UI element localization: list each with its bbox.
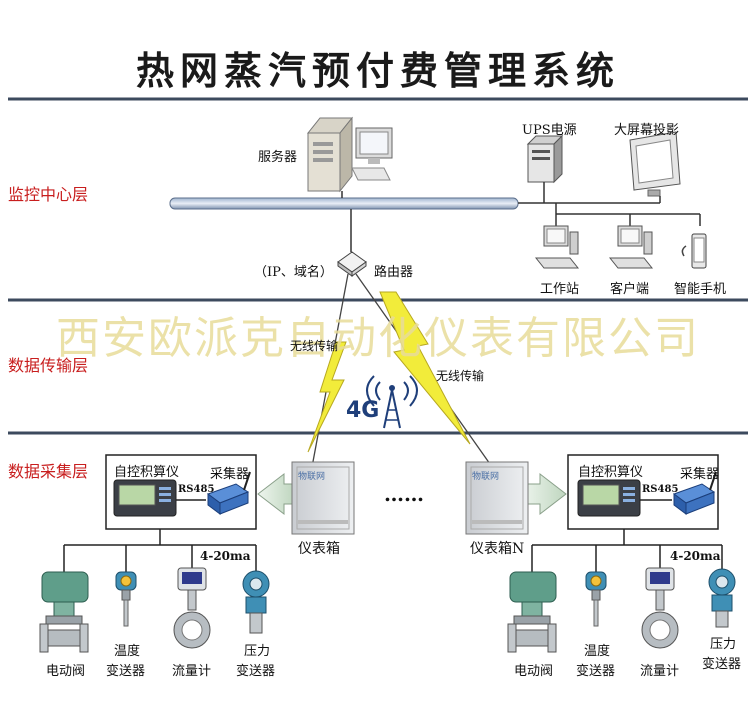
ip-domain-label: （IP、域名）: [254, 265, 333, 280]
collector-label-right: 采集器: [680, 467, 720, 482]
tower-4g-icon: [366, 375, 418, 429]
integrator-device-left: [113, 479, 177, 517]
pressure-transmitter-icon-left: [242, 570, 270, 634]
ups-icon: [526, 134, 564, 184]
ups-label: UPS电源: [522, 123, 577, 138]
network-bus: [169, 197, 519, 210]
projection-screen-icon: [629, 131, 681, 197]
electric-valve-icon-left: [39, 571, 89, 653]
valve-label-right: 电动阀: [514, 664, 554, 679]
temp-label-left-line1: 温度: [114, 644, 141, 659]
pressure-label-left-line2: 变送器: [236, 664, 276, 679]
lightning-left: [307, 341, 347, 453]
collector-label-left: 采集器: [210, 467, 250, 482]
box-plate-left: 物联网: [298, 472, 326, 482]
phone-label: 智能手机: [674, 282, 727, 297]
integrator-label-right: 自控积算仪: [578, 465, 644, 480]
arrow-box-to-right-group: [521, 472, 567, 516]
arrow-box-to-left-group: [257, 472, 295, 516]
meter-box-right-label: 仪表箱N: [470, 541, 525, 557]
lightning-right: [379, 291, 471, 445]
signal-label-right: 4-20ma: [670, 549, 721, 563]
router-label: 路由器: [374, 265, 414, 280]
signal-label-left: 4-20ma: [200, 549, 251, 563]
layer-label-monitor: 监控中心层: [8, 185, 89, 204]
flow-label-right: 流量计: [640, 664, 680, 679]
smartphone-icon: [681, 233, 707, 269]
pressure-transmitter-icon-right: [708, 568, 736, 628]
router-icon: [337, 251, 367, 277]
page-title: 热网蒸汽预付费管理系统: [135, 48, 620, 93]
collector-device-left: [206, 471, 251, 515]
rs485-label-right: RS485: [642, 484, 679, 495]
valve-label-left: 电动阀: [46, 664, 86, 679]
flow-meter-icon-left: [173, 567, 211, 649]
workstation-icon: [534, 225, 580, 269]
temp-label-right-line2: 变送器: [576, 664, 616, 679]
pressure-label-left-line1: 压力: [244, 644, 271, 659]
integrator-label-left: 自控积算仪: [114, 465, 180, 480]
pressure-label-right-line1: 压力: [710, 637, 737, 652]
workstation-label: 工作站: [540, 282, 580, 297]
company-watermark: 西安欧派克自动化仪表有限公司: [56, 313, 700, 364]
wireless-label-right: 无线传输: [436, 369, 485, 383]
flow-label-left: 流量计: [172, 664, 212, 679]
pressure-label-right-line2: 变送器: [702, 657, 742, 672]
meter-box-right: [465, 461, 529, 535]
client-label: 客户端: [610, 282, 650, 297]
layer-label-transmission: 数据传输层: [8, 356, 89, 375]
screen-label: 大屏幕投影: [614, 123, 680, 138]
box-plate-right: 物联网: [472, 472, 500, 482]
rs485-label-left: RS485: [178, 484, 215, 495]
server-icon: [306, 116, 393, 193]
electric-valve-icon-right: [507, 571, 557, 653]
network-4g-label: 4G: [346, 398, 380, 423]
temp-label-right-line1: 温度: [584, 644, 611, 659]
temperature-transmitter-icon-right: [585, 571, 607, 627]
ellipsis-label: ……: [384, 482, 424, 506]
meter-box-left-label: 仪表箱: [298, 541, 340, 557]
collector-device-right: [672, 471, 717, 515]
server-label: 服务器: [258, 150, 298, 165]
wireless-label-left: 无线传输: [290, 339, 339, 353]
layer-label-collection: 数据采集层: [8, 462, 89, 481]
client-icon: [608, 225, 654, 269]
temperature-transmitter-icon-left: [115, 571, 137, 627]
temp-label-left-line2: 变送器: [106, 664, 146, 679]
flow-meter-icon-right: [641, 567, 679, 649]
integrator-device-right: [577, 479, 641, 517]
meter-box-left: [291, 461, 355, 535]
